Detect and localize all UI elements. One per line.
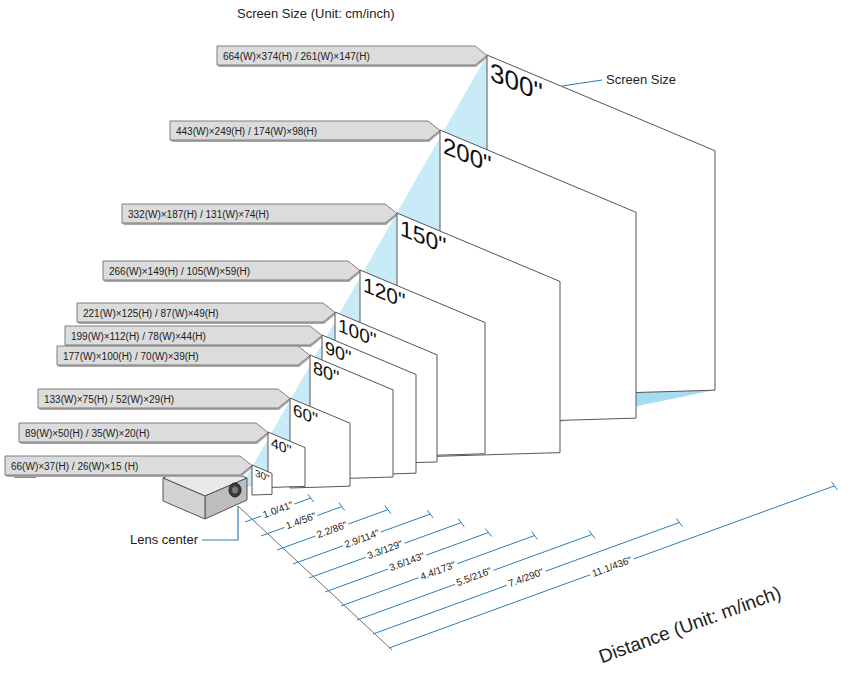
- tag-body: [217, 46, 487, 65]
- lens-leader: [202, 506, 238, 540]
- tag-body: [65, 326, 322, 345]
- callout-label: Lens center: [130, 532, 198, 547]
- dimension-tick: [831, 482, 837, 490]
- dimension-tick: [427, 510, 433, 518]
- dimension-text: 133(W)×75(H) / 52(W)×29(H): [38, 390, 174, 409]
- dimension-text: 221(W)×125(H) / 87(W)×49(H): [77, 304, 219, 323]
- dimension-tick: [308, 494, 314, 502]
- dimension-tick: [532, 532, 538, 540]
- dimension-tick: [385, 506, 391, 514]
- diagram-title: Screen Size (Unit: cm/inch): [237, 6, 395, 21]
- size-tag: 443(W)×249(H) / 174(W)×98(H): [170, 121, 440, 140]
- screen-face: [268, 432, 305, 488]
- axis-label: Distance (Unit: m/inch): [596, 582, 784, 668]
- tag-body: [170, 121, 440, 140]
- dimension-tick: [676, 519, 682, 527]
- size-tag: 664(W)×374(H) / 261(W)×147(H): [217, 46, 487, 65]
- distance-label: 11.1/436": [588, 553, 635, 580]
- size-tag: 199(W)×112(H) / 78(W)×44(H): [65, 326, 322, 345]
- size-tag: 89(W)×50(H) / 35(W)×20(H): [19, 423, 268, 442]
- size-tag: 332(W)×187(H) / 131(W)×74(H): [122, 204, 397, 223]
- distance-base-line: [238, 506, 392, 650]
- distance-label: 7.4/290": [505, 566, 548, 591]
- dimension-line: [341, 536, 535, 606]
- dimension-tick: [486, 528, 492, 536]
- dimension-text: 199(W)×112(H) / 78(W)×44(H): [65, 327, 206, 346]
- tag-body: [5, 456, 252, 475]
- size-tag: 177(W)×100(H) / 70(W)×39(H): [57, 346, 310, 365]
- tag-body: [103, 261, 360, 280]
- screen-face: [252, 465, 272, 495]
- size-tag: 133(W)×75(H) / 52(W)×29(H): [38, 389, 290, 408]
- dimension-tick: [589, 530, 595, 538]
- tag-body: [122, 204, 397, 223]
- screen-size-leader: [562, 80, 602, 86]
- dimension-line: [357, 534, 592, 620]
- size-tag: 266(W)×149(H) / 105(W)×59(H): [103, 261, 360, 280]
- tag-body: [19, 423, 268, 442]
- dimension-tick: [339, 503, 345, 511]
- dimension-text: 664(W)×374(H) / 261(W)×147(H): [217, 47, 370, 66]
- screen-panel: 40": [268, 432, 305, 488]
- dimension-text: 66(W)×37(H) / 26(W)×15 (H): [5, 457, 138, 476]
- size-tag: 66(W)×37(H) / 26(W)×15 (H): [5, 456, 252, 475]
- callout-label: Screen Size: [606, 72, 676, 87]
- dimension-line: [373, 523, 679, 634]
- tag-body: [38, 389, 290, 408]
- distance-label: 5.5/216": [453, 565, 496, 590]
- tag-body: [57, 346, 310, 365]
- tag-body: [77, 303, 335, 322]
- dimension-text: 443(W)×249(H) / 174(W)×98(H): [170, 122, 317, 141]
- dimension-line: [389, 486, 834, 648]
- dimension-text: 177(W)×100(H) / 70(W)×39(H): [57, 347, 199, 366]
- size-tag: 221(W)×125(H) / 87(W)×49(H): [77, 303, 335, 322]
- dimension-tick: [458, 519, 464, 527]
- dimension-text: 266(W)×149(H) / 105(W)×59(H): [103, 262, 250, 281]
- screen-panel: 30": [252, 465, 272, 495]
- dimension-text: 89(W)×50(H) / 35(W)×20(H): [19, 424, 149, 443]
- dimension-text: 332(W)×187(H) / 131(W)×74(H): [122, 205, 269, 224]
